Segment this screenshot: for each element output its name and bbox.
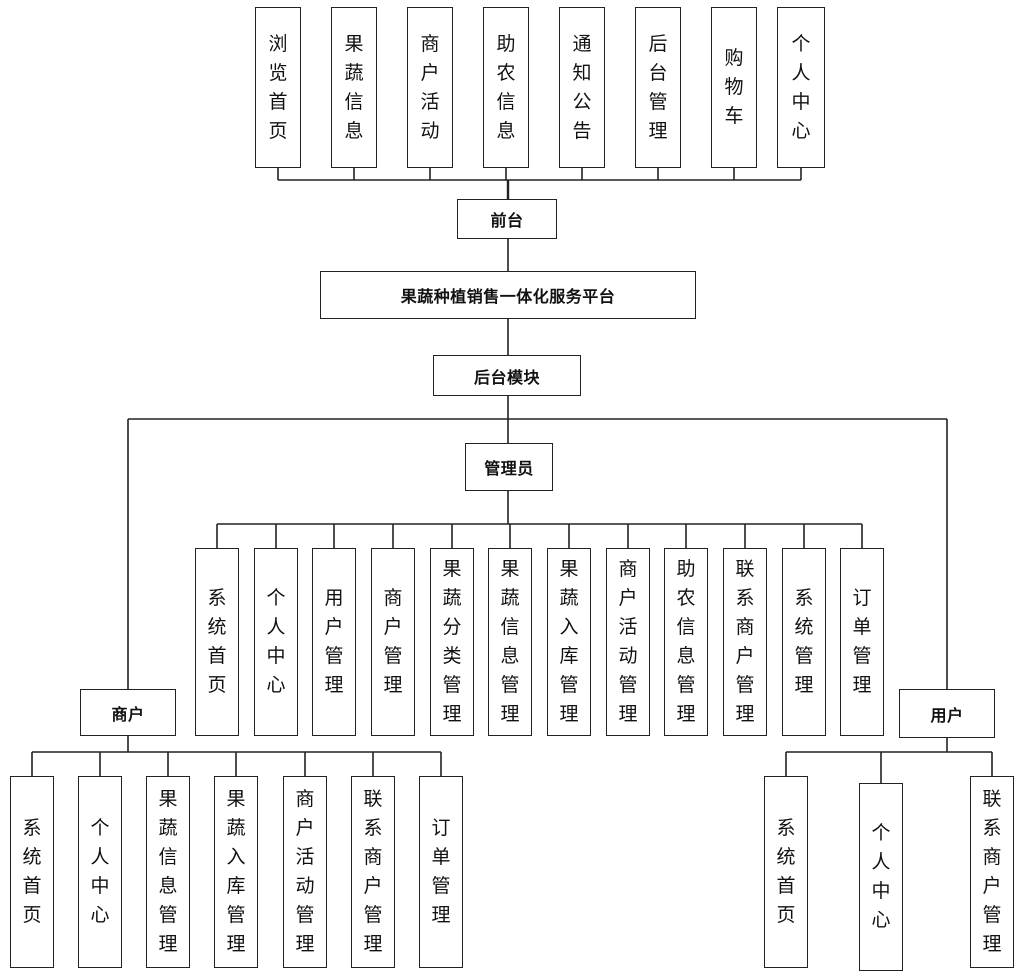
- user-item-personal-center: 个人中心: [859, 783, 903, 971]
- merchant-item-order-manage: 订单管理: [419, 776, 463, 968]
- platform-node: 果蔬种植销售一体化服务平台: [320, 271, 696, 319]
- admin-item-produce-info-manage: 果蔬信息管理: [488, 548, 532, 736]
- merchant-node: 商户: [80, 689, 176, 736]
- admin-item-system-home: 系统首页: [195, 548, 239, 736]
- user-item-contact-merchant-manage: 联系商户管理: [970, 776, 1014, 968]
- admin-item-farm-aid-manage: 助农信息管理: [664, 548, 708, 736]
- frontend-item-backend-manage: 后台管理: [635, 7, 681, 168]
- merchant-item-contact-merchant-manage: 联系商户管理: [351, 776, 395, 968]
- admin-item-user-manage: 用户管理: [312, 548, 356, 736]
- merchant-item-activity-manage: 商户活动管理: [283, 776, 327, 968]
- frontend-node: 前台: [457, 199, 557, 239]
- merchant-item-stock-in-manage: 果蔬入库管理: [214, 776, 258, 968]
- frontend-item-farm-aid-info: 助农信息: [483, 7, 529, 168]
- frontend-item-notice: 通知公告: [559, 7, 605, 168]
- frontend-item-produce-info: 果蔬信息: [331, 7, 377, 168]
- merchant-item-produce-info-manage: 果蔬信息管理: [146, 776, 190, 968]
- admin-item-personal-center: 个人中心: [254, 548, 298, 736]
- admin-node: 管理员: [465, 443, 553, 491]
- admin-item-order-manage: 订单管理: [840, 548, 884, 736]
- frontend-item-cart: 购物车: [711, 7, 757, 168]
- admin-item-activity-manage: 商户活动管理: [606, 548, 650, 736]
- user-node: 用户: [899, 689, 995, 738]
- frontend-item-personal-center: 个人中心: [777, 7, 825, 168]
- admin-item-system-manage: 系统管理: [782, 548, 826, 736]
- frontend-item-browse-home: 浏览首页: [255, 7, 301, 168]
- user-item-system-home: 系统首页: [764, 776, 808, 968]
- admin-item-stock-in-manage: 果蔬入库管理: [547, 548, 591, 736]
- admin-item-category-manage: 果蔬分类管理: [430, 548, 474, 736]
- merchant-item-personal-center: 个人中心: [78, 776, 122, 968]
- frontend-item-merchant-activity: 商户活动: [407, 7, 453, 168]
- backend-node: 后台模块: [433, 355, 581, 396]
- admin-item-merchant-manage: 商户管理: [371, 548, 415, 736]
- merchant-item-system-home: 系统首页: [10, 776, 54, 968]
- admin-item-contact-merchant-manage: 联系商户管理: [723, 548, 767, 736]
